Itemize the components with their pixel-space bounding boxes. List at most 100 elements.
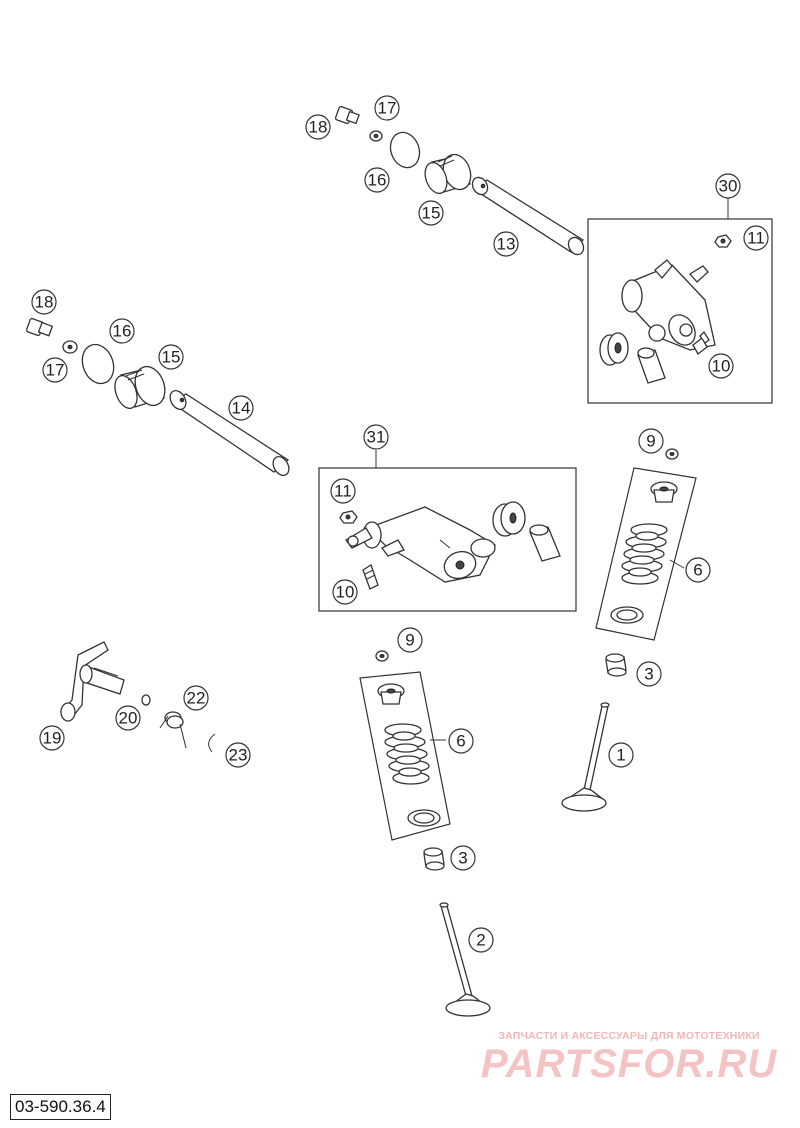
screw-18-part-left [25, 317, 54, 337]
svg-text:31: 31 [367, 428, 386, 447]
rocker-arm-upper-part [621, 259, 716, 351]
svg-text:23: 23 [229, 746, 248, 765]
svg-text:19: 19 [43, 729, 62, 748]
valve-1-part [561, 702, 610, 812]
lever-19-part [60, 641, 125, 722]
callout-18-upper: 18 [305, 114, 331, 140]
callout-19: 19 [39, 725, 65, 751]
svg-text:10: 10 [712, 357, 731, 376]
nut-11-part-lower [339, 510, 358, 524]
callout-10-lower: 10 [332, 579, 358, 605]
ring-20-part [141, 694, 151, 706]
svg-text:11: 11 [334, 482, 352, 501]
svg-text:15: 15 [422, 204, 441, 223]
valve-seal-3-part-right [605, 653, 627, 677]
callout-16-left: 16 [109, 318, 135, 344]
spring-22-part [159, 711, 187, 749]
collet-9-part-right [665, 448, 679, 460]
watermark-caption: ЗАПЧАСТИ И АКСЕССУАРЫ ДЛЯ МОТОТЕХНИКИ [498, 1030, 760, 1042]
svg-text:16: 16 [113, 322, 132, 341]
callout-11-upper: 11 [743, 225, 769, 251]
adjust-screw-10-part-upper [692, 330, 710, 355]
oring-16-part [389, 131, 421, 169]
svg-text:3: 3 [458, 849, 467, 868]
rocker-assembly-30 [587, 198, 773, 404]
valve-spring-part-right [621, 523, 668, 585]
callout-6-middle: 6 [448, 728, 474, 754]
callout-17-upper: 17 [374, 95, 400, 121]
watermark-logo: PARTSFOR.RU [480, 1042, 778, 1086]
svg-text:20: 20 [119, 709, 138, 728]
valve-spring-part-middle [384, 723, 430, 785]
upper-shaft-group [334, 105, 585, 256]
callout-23: 23 [225, 742, 251, 768]
callout-22: 22 [183, 685, 209, 711]
rocker-assembly-31 [318, 450, 577, 612]
svg-text:3: 3 [644, 665, 653, 684]
callout-1: 1 [608, 742, 634, 768]
svg-text:13: 13 [497, 235, 516, 254]
callout-30: 30 [715, 173, 741, 199]
svg-text:6: 6 [693, 561, 702, 580]
spring-retainer-part-right [650, 481, 678, 503]
pin-upper-part [637, 347, 666, 384]
callout-15-upper: 15 [418, 200, 444, 226]
drawing-number: 03-590.36.4 [10, 1094, 111, 1120]
callout-18-left: 18 [31, 289, 57, 315]
svg-text:16: 16 [368, 171, 387, 190]
shaft-14-part [169, 390, 290, 476]
callout-2: 2 [468, 927, 494, 953]
svg-text:1: 1 [616, 746, 625, 765]
svg-text:11: 11 [747, 229, 765, 248]
roller-lower-part [492, 501, 526, 537]
callout-13: 13 [493, 231, 519, 257]
callout-11-lower: 11 [330, 478, 356, 504]
left-shaft-group [25, 317, 290, 476]
valve-spring-group-middle [359, 650, 451, 841]
callout-6-right: 6 [685, 557, 711, 583]
svg-text:17: 17 [46, 361, 65, 380]
callout-14: 14 [228, 395, 254, 421]
svg-text:9: 9 [646, 432, 655, 451]
spring-retainer-part-middle [377, 683, 405, 705]
callout-15-left: 15 [158, 344, 184, 370]
callout-31: 31 [363, 424, 389, 450]
shaft-13-part [471, 176, 585, 256]
lever-group [60, 641, 216, 753]
bushing-15-part [424, 153, 472, 195]
pin-lower-part [529, 524, 561, 562]
callout-3-middle: 3 [450, 845, 476, 871]
oring-16-part-left [81, 343, 115, 385]
callout-16-upper: 16 [364, 167, 390, 193]
svg-text:6: 6 [456, 732, 465, 751]
callout-9-right: 9 [638, 428, 664, 454]
callout-9-middle: 9 [397, 627, 423, 653]
valve-spring-group-right [595, 448, 697, 641]
rocker-arm-lower-part [345, 506, 496, 583]
svg-text:18: 18 [309, 118, 328, 137]
clip-23-part [208, 733, 216, 753]
bushing-15-part-left [114, 365, 166, 409]
screw-18-part [334, 105, 360, 125]
roller-upper-part [599, 332, 629, 366]
spring-seat-part-right [610, 606, 644, 624]
partsfor-watermark: ЗАПЧАСТИ И АКСЕССУАРЫ ДЛЯ МОТОТЕХНИКИ PA… [468, 1030, 790, 1086]
collet-9-part-middle [375, 650, 389, 662]
svg-text:17: 17 [378, 99, 397, 118]
valve-2-part [439, 902, 491, 1017]
svg-text:2: 2 [476, 931, 485, 950]
svg-text:9: 9 [405, 631, 414, 650]
callout-3-right: 3 [636, 661, 662, 687]
svg-text:10: 10 [336, 583, 355, 602]
callout-20: 20 [115, 705, 141, 731]
svg-text:18: 18 [35, 293, 54, 312]
nut-11-part-upper [714, 234, 732, 248]
svg-text:14: 14 [232, 399, 251, 418]
svg-text:22: 22 [187, 689, 206, 708]
valve-seal-3-part-middle [423, 847, 445, 871]
adjust-screw-10-part-lower [362, 564, 379, 590]
svg-text:30: 30 [719, 177, 738, 196]
svg-text:15: 15 [162, 348, 181, 367]
callout-17-left: 17 [42, 357, 68, 383]
